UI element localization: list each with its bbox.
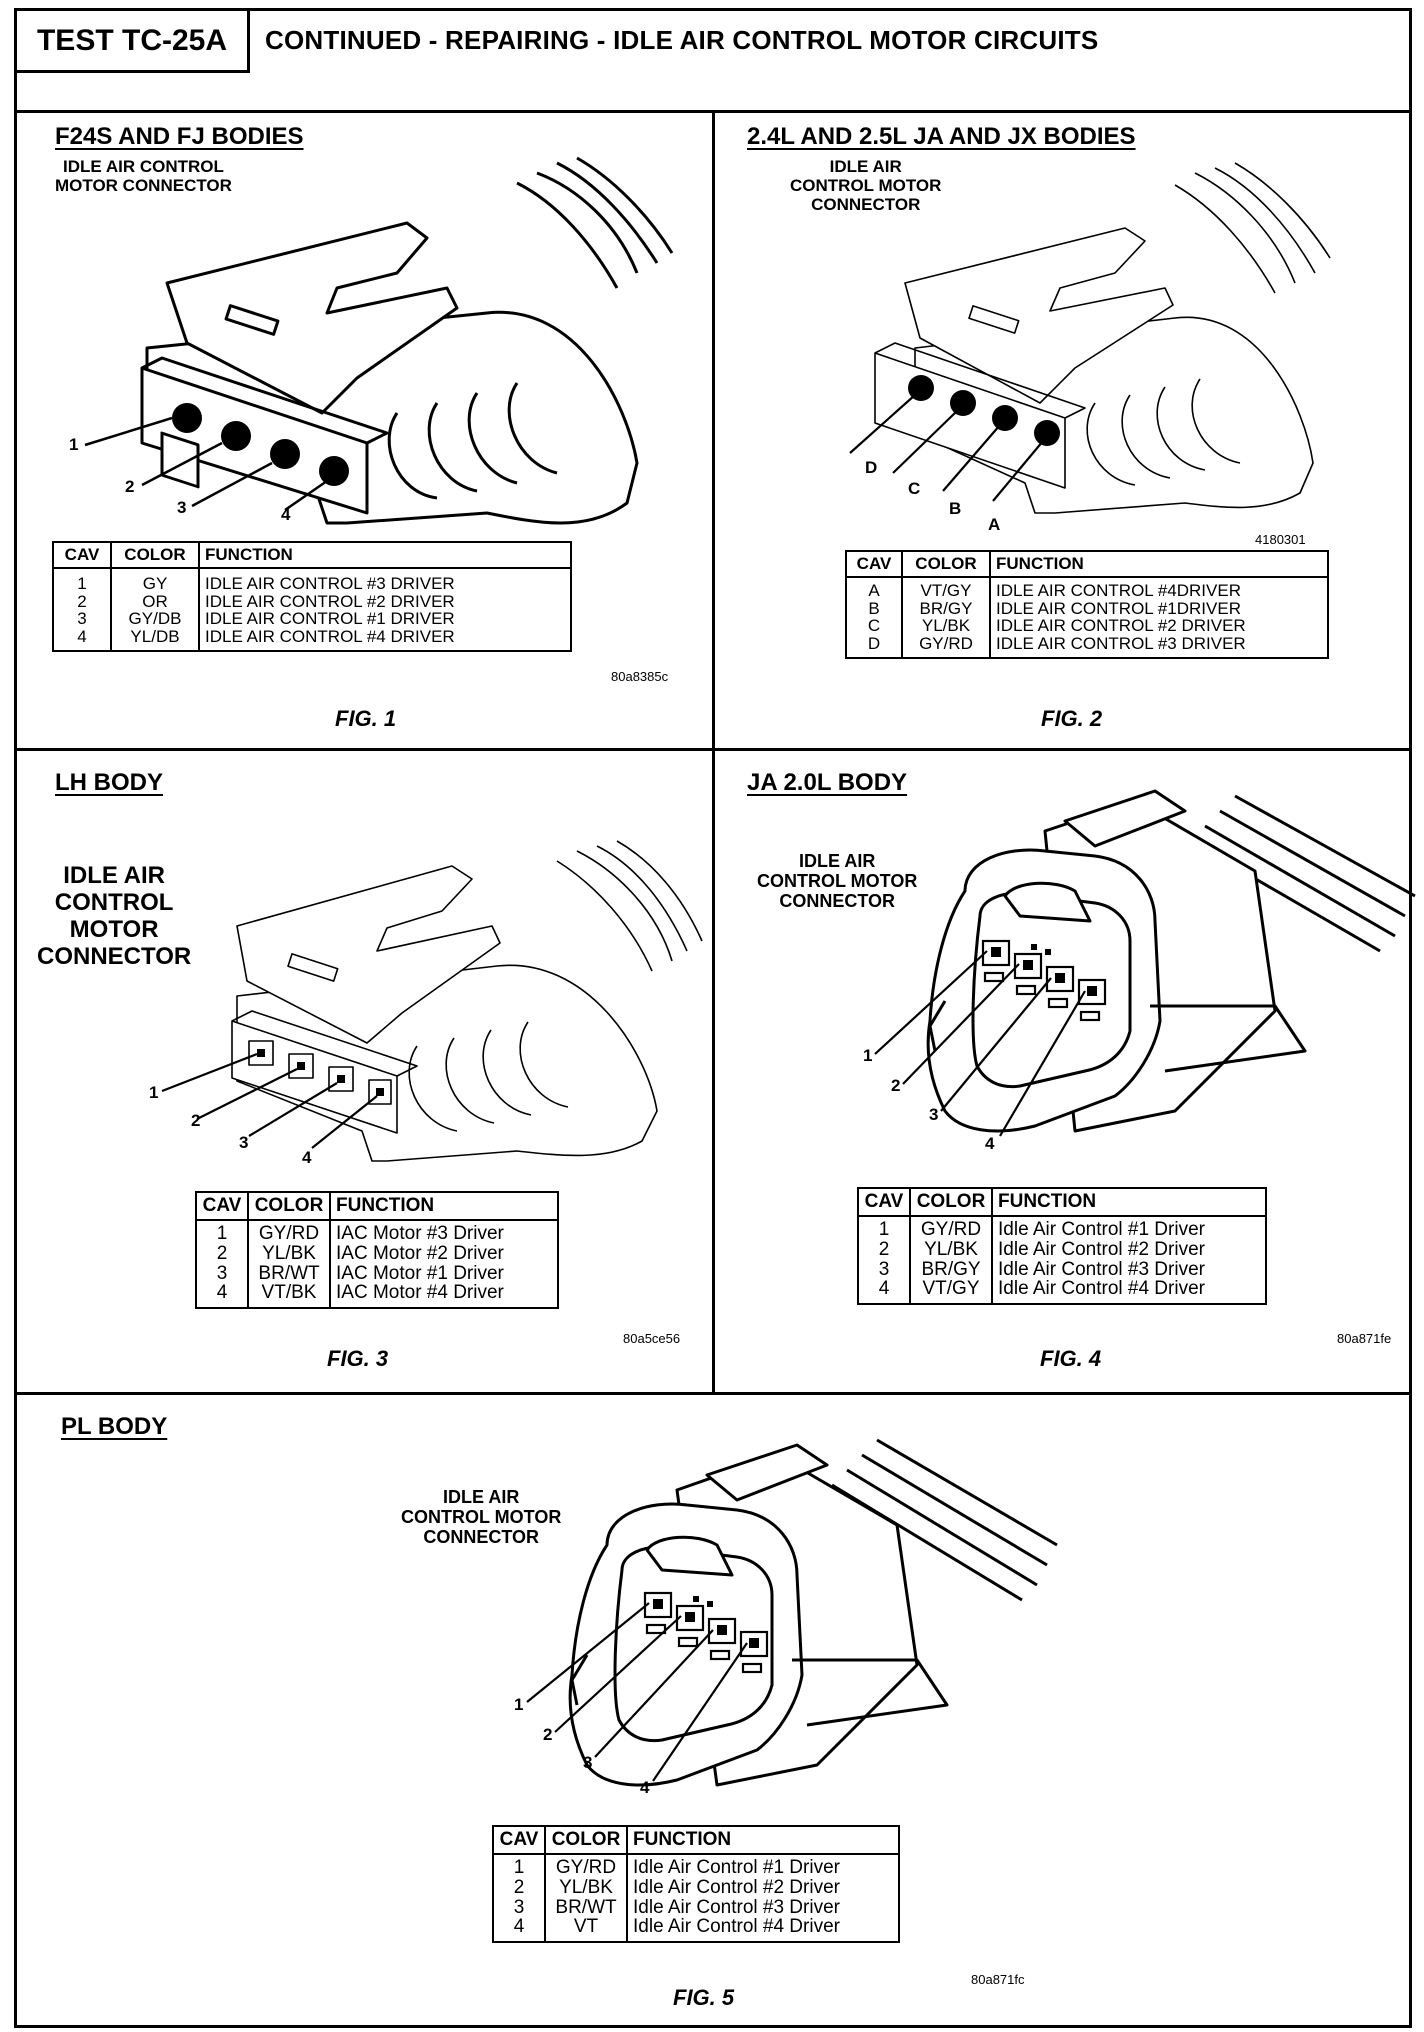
figure-caption: FIG. 3 [327, 1346, 389, 1371]
panel-title: JA 2.0L BODY [747, 769, 908, 796]
cavity-callout: 2 [543, 1725, 553, 1744]
cavity-callout: 3 [929, 1105, 939, 1124]
cavity-callout: 4 [640, 1778, 650, 1797]
figure-caption: FIG. 1 [335, 706, 397, 731]
connector-drawing-flat [161, 840, 703, 1162]
column-header: CAV [857, 1187, 911, 1217]
panel-fig2: 2.4L AND 2.5L JA AND JX BODIES IDLE AIR … [715, 113, 1415, 748]
cavity-callout: A [988, 515, 1001, 534]
connector-label: IDLE AIR CONTROL MOTOR CONNECTOR [790, 157, 942, 215]
cavity-callout: C [908, 479, 921, 498]
column-header: COLOR [247, 1191, 331, 1221]
panel-title: 2.4L AND 2.5L JA AND JX BODIES [747, 123, 1136, 150]
page-header: TEST TC-25A CONTINUED - REPAIRING - IDLE… [17, 11, 1409, 113]
figure-code: 80a8385c [611, 669, 669, 684]
cavity-callout: 3 [583, 1753, 593, 1772]
test-id: TEST TC-25A [17, 11, 250, 73]
cavity-callout: 1 [69, 435, 79, 454]
cavity-callout: 4 [281, 505, 291, 524]
column-header: FUNCTION [329, 1191, 559, 1221]
cavity-callout: 2 [191, 1111, 201, 1130]
cavity-callout: 4 [985, 1134, 995, 1153]
cavity-callout: 1 [514, 1695, 524, 1714]
panel-title: F24S AND FJ BODIES [55, 123, 304, 150]
cavity-callout: 2 [891, 1076, 901, 1095]
cavity-callout: 4 [302, 1148, 312, 1167]
panel-title: LH BODY [55, 769, 163, 796]
column-header: FUNCTION [198, 541, 572, 569]
figure-code: 80a5ce56 [623, 1331, 681, 1346]
connector-label: IDLE AIR CONTROL MOTOR CONNECTOR [757, 851, 918, 912]
column-header: CAV [492, 1825, 546, 1855]
panel-fig3: LH BODY IDLE AIR CONTROL MOTOR CONNECTOR [17, 751, 712, 1392]
cavity-callout: 2 [125, 477, 135, 496]
panel-divider-vertical [712, 113, 715, 1395]
column-header: COLOR [544, 1825, 628, 1855]
cavity-callout: B [949, 499, 962, 518]
connector-drawing-sealed [526, 1438, 1058, 1787]
column-header: FUNCTION [991, 1187, 1267, 1217]
column-header: COLOR [110, 541, 200, 569]
panel-divider-row1 [17, 748, 1409, 751]
cavity-callout: D [865, 458, 878, 477]
panel-fig5: PL BODY IDLE AIR CONTROL MOTOR CONNECTOR [17, 1395, 1415, 2031]
figure-caption: FIG. 5 [673, 1985, 735, 2010]
panel-divider-row2 [17, 1392, 1409, 1395]
connector-label: IDLE AIR CONTROL MOTOR CONNECTOR [37, 862, 192, 970]
column-header: FUNCTION [626, 1825, 900, 1855]
panel-fig1: F24S AND FJ BODIES IDLE AIR CONTROL MOTO… [17, 113, 712, 748]
figure-code: 80a871fe [1337, 1331, 1392, 1346]
column-header: FUNCTION [989, 550, 1329, 578]
page-title: CONTINUED - REPAIRING - IDLE AIR CONTROL… [265, 25, 1099, 55]
connector-drawing-flat [84, 156, 674, 525]
connector-label: IDLE AIR CONTROL MOTOR CONNECTOR [55, 157, 232, 196]
figure-code: 80a871fc [971, 1972, 1025, 1987]
cavity-callout: 3 [177, 498, 187, 517]
figure-caption: FIG. 2 [1041, 706, 1103, 731]
cavity-callout: 1 [863, 1046, 873, 1065]
panel-fig4: JA 2.0L BODY IDLE AIR CONTROL MOTOR CONN… [715, 751, 1416, 1392]
cavity-callout: 1 [149, 1083, 159, 1102]
cavity-callout: 3 [239, 1133, 249, 1152]
connector-label: IDLE AIR CONTROL MOTOR CONNECTOR [401, 1487, 562, 1548]
column-header: CAV [195, 1191, 249, 1221]
service-manual-page: TEST TC-25A CONTINUED - REPAIRING - IDLE… [14, 8, 1416, 2031]
column-header: CAV [845, 550, 903, 578]
column-header: CAV [52, 541, 112, 569]
column-header: COLOR [909, 1187, 993, 1217]
figure-code: 4180301 [1255, 532, 1306, 547]
panel-title: PL BODY [61, 1413, 168, 1440]
connector-drawing-flat [849, 162, 1331, 514]
figure-caption: FIG. 4 [1040, 1346, 1102, 1371]
column-header: COLOR [901, 550, 991, 578]
connector-drawing-sealed [874, 789, 1416, 1137]
